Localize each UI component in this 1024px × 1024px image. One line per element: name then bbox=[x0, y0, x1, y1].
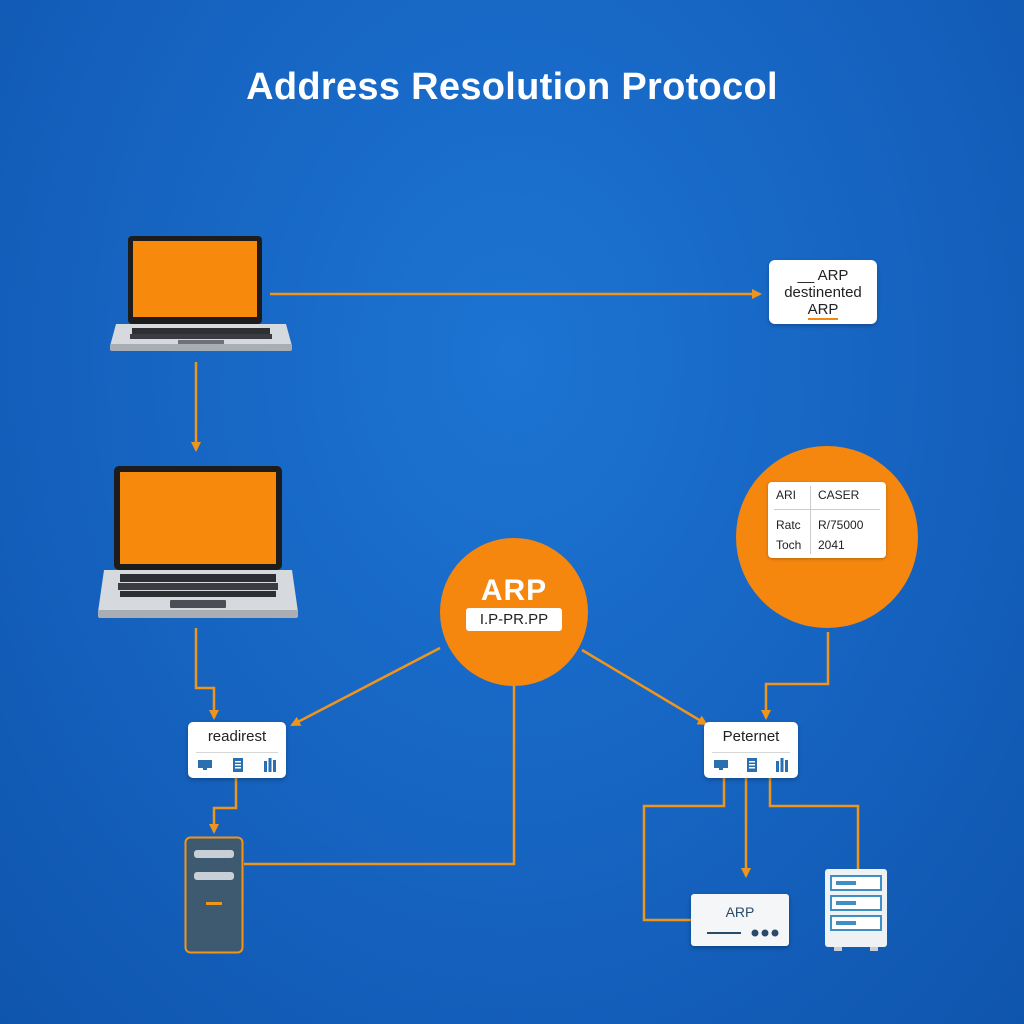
wire-cache-to-right-switch bbox=[761, 632, 830, 720]
bars-icon bbox=[776, 758, 789, 772]
cache-row2-col1: Toch bbox=[776, 538, 802, 552]
left-switch-label: readirest bbox=[207, 728, 267, 745]
cache-row2-col2: 2041 bbox=[818, 538, 845, 552]
server-rack-icon[interactable] bbox=[824, 868, 888, 952]
arp-card-line1: __ ARP bbox=[797, 267, 849, 284]
arp-message-card: __ ARP destinented ARP bbox=[769, 260, 877, 324]
document-icon bbox=[746, 758, 757, 772]
cache-row1-col1: Ratc bbox=[776, 518, 801, 532]
wire-right-switch-to-router-left bbox=[642, 778, 726, 922]
cache-header-col1: ARI bbox=[776, 488, 797, 502]
router-ports bbox=[707, 929, 779, 937]
server-tower-icon[interactable] bbox=[184, 836, 244, 954]
page-title: Address Resolution Protocol bbox=[246, 66, 778, 108]
arp-protocol-circle[interactable]: ARP I.P-PR.PP bbox=[440, 538, 588, 686]
router-icon[interactable]: ARP bbox=[691, 894, 789, 946]
arp-card-line2: destinented bbox=[784, 284, 862, 301]
cache-header-col2: CASER bbox=[818, 488, 860, 502]
document-icon bbox=[232, 758, 243, 772]
cache-row1-col2: R/75000 bbox=[818, 518, 864, 532]
wire-right-switch-to-rack bbox=[768, 778, 860, 870]
monitor-icon bbox=[713, 760, 728, 770]
wire-laptop2-to-left-switch bbox=[194, 628, 219, 720]
arp-circle-chip: I.P-PR.PP bbox=[466, 608, 562, 631]
right-switch-node[interactable]: Peternet bbox=[704, 722, 798, 778]
arp-circle-label: ARP bbox=[480, 574, 548, 607]
wire-arp-to-left-switch bbox=[290, 646, 441, 727]
arp-card-line3: ARP bbox=[807, 301, 839, 320]
laptop-icon[interactable] bbox=[96, 464, 300, 622]
right-switch-label: Peternet bbox=[722, 728, 780, 745]
left-switch-node[interactable]: readirest bbox=[188, 722, 286, 778]
router-label: ARP bbox=[725, 904, 755, 920]
wire-tower-to-arp bbox=[244, 684, 516, 866]
arp-cache-circle: ARI CASER Ratc R/75000 Toch 2041 bbox=[736, 446, 918, 628]
wire-left-switch-to-tower bbox=[209, 778, 238, 834]
laptop-icon[interactable] bbox=[108, 234, 294, 356]
bars-icon bbox=[263, 758, 276, 772]
wire-arp-to-right-switch bbox=[581, 648, 708, 726]
monitor-icon bbox=[198, 760, 213, 770]
arp-cache-table: ARI CASER Ratc R/75000 Toch 2041 bbox=[768, 482, 886, 558]
